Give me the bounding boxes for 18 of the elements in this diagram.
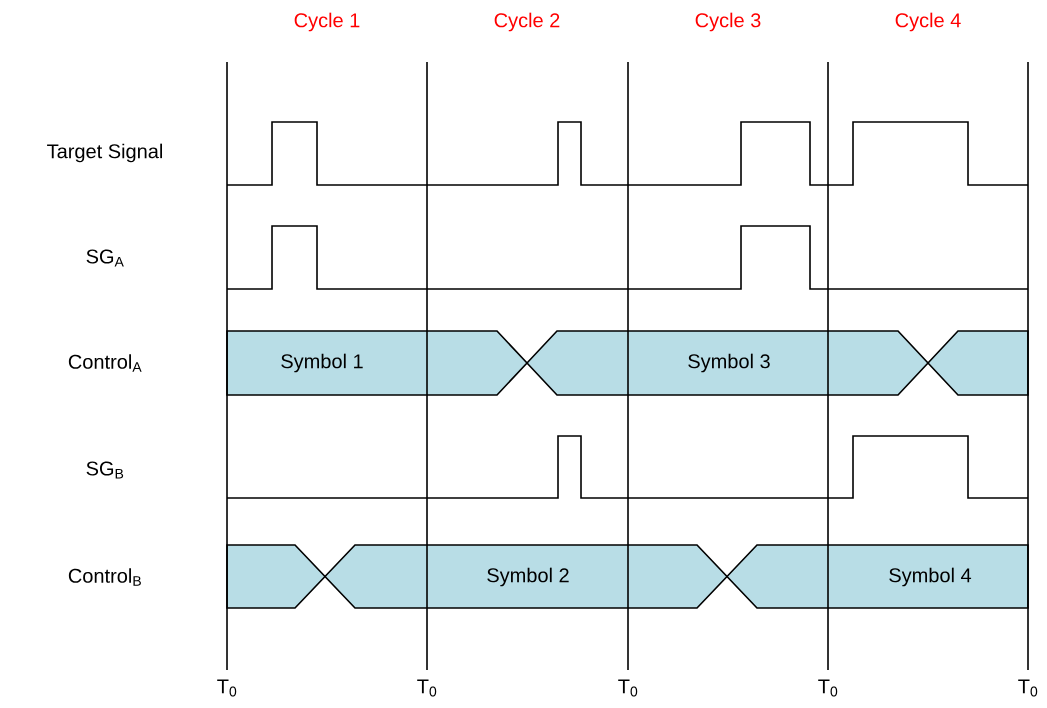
- signal-name: Control$_{B}$: [68, 568, 141, 586]
- time-label: T$_{0}$: [618, 679, 638, 697]
- symbol-label: Symbol 2: [487, 567, 569, 587]
- signal-name: SG$_{B}$: [86, 461, 124, 479]
- time-label: T$_{0}$: [417, 679, 437, 697]
- signal-name: Target Signal: [47, 143, 162, 163]
- time-label: T$_{0}$: [1018, 679, 1038, 697]
- symbol-label: Symbol 1: [281, 353, 363, 373]
- cycle-label: Cycle 1: [294, 12, 360, 32]
- cycle-label: Cycle 4: [895, 12, 961, 32]
- signal-name: Control$_{A}$: [68, 354, 142, 372]
- symbol-label: Symbol 4: [889, 567, 972, 587]
- time-label: T$_{0}$: [818, 679, 838, 697]
- cycle-label: Cycle 3: [695, 12, 761, 32]
- signal-name: SG$_{A}$: [86, 249, 124, 267]
- time-label: T$_{0}$: [217, 679, 237, 697]
- cycle-label: Cycle 2: [494, 12, 560, 32]
- symbol-label: Symbol 3: [688, 353, 770, 373]
